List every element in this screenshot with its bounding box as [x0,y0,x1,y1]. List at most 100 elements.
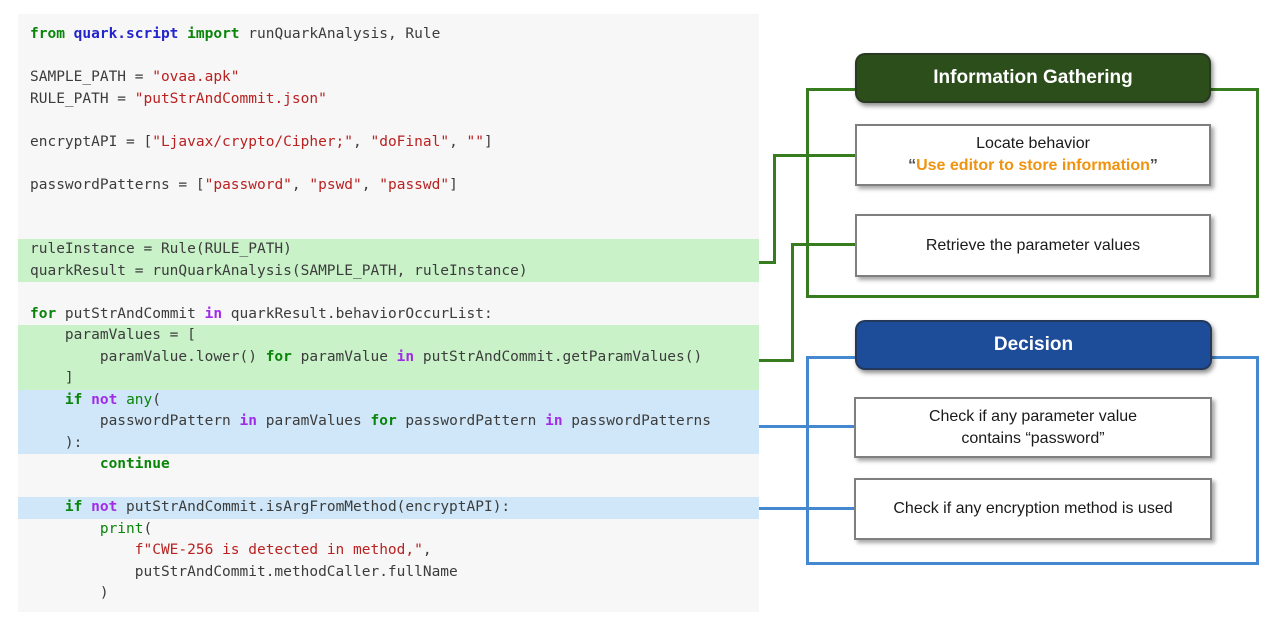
code-token: "Ljavax/crypto/Cipher;" [152,133,354,150]
retrieve-parameters-text: Retrieve the parameter values [925,236,1141,254]
code-lines: from quark.script import runQuarkAnalysi… [18,14,759,605]
code-token: in [396,348,415,365]
decision-title: Decision [993,334,1074,355]
code-line: RULE_PATH = "putStrAndCommit.json" [18,89,759,111]
line-code-to-locate-behavior [776,154,855,157]
code-token [82,392,91,408]
code-token: in [239,413,257,429]
code-token: ( [152,391,161,408]
code-token: print [99,520,144,537]
locate-behavior-box: Locate behavior “Use editor to store inf… [855,124,1211,186]
code-token: , [291,176,310,193]
code-line: if not putStrAndCommit.isArgFromMethod(e… [18,497,759,519]
code-token: quark.script [73,26,179,42]
code-token: putStrAndCommit [56,305,205,322]
code-line: SAMPLE_PATH = "ovaa.apk" [18,67,759,89]
code-token: runQuarkAnalysis, Rule [239,26,441,42]
code-token: , [422,542,432,558]
code-line: ) [18,583,759,605]
code-token: RULE_PATH = [30,90,135,107]
code-token [117,392,126,408]
code-token: ] [30,370,74,386]
code-token: import [187,26,240,42]
code-token: if [64,391,83,408]
information-gathering-title: Information Gathering [933,67,1133,88]
code-token: not [91,499,118,515]
code-token: in [545,413,563,429]
code-token: putStrAndCommit.isArgFromMethod(encryptA… [117,499,511,515]
code-token [30,521,100,537]
code-line [18,110,759,132]
code-token [30,542,135,558]
code-token: putStrAndCommit.getParamValues() [414,348,703,365]
code-token [30,499,65,515]
code-token: quarkResult.behaviorOccurList: [222,305,493,322]
code-token: from [30,26,65,42]
code-token [65,26,74,42]
code-token: ] [484,133,493,150]
code-token: quarkResult = runQuarkAnalysis(SAMPLE_PA… [30,262,528,279]
line-code-to-locate-behavior [773,154,776,264]
code-token: "" [466,133,484,150]
code-token: for [370,413,397,429]
code-token [30,456,100,472]
code-token: ) [30,585,109,601]
line-code-to-retrieve-params [791,243,794,362]
code-token: "password" [204,176,292,193]
code-token: "pswd" [309,176,362,193]
code-token: passwordPatterns = [ [30,176,205,193]
code-line: for putStrAndCommit in quarkResult.behav… [18,304,759,326]
code-token: any [126,391,153,408]
code-line: f"CWE-256 is detected in method,", [18,540,759,562]
check-encryption-box: Check if any encryption method is used [854,478,1212,540]
code-token: paramValues = [ [30,327,196,343]
close-quote: ” [1149,157,1158,174]
code-token: "ovaa.apk" [152,69,240,85]
code-token: , [353,133,371,150]
open-quote: “ [908,157,917,174]
code-token: passwordPattern [30,413,240,429]
code-token: for [265,348,292,365]
check-password-text-line2: contains “password” [961,429,1105,447]
code-token: SAMPLE_PATH = [30,69,153,85]
line-code-to-locate-behavior [759,261,776,264]
code-line: passwordPatterns = ["password", "pswd", … [18,175,759,197]
code-line [18,196,759,218]
code-token: ( [143,520,153,537]
code-token: ] [449,176,458,193]
code-line: if not any( [18,389,759,411]
code-token: putStrAndCommit.methodCaller.fullName [30,563,458,580]
code-line: quarkResult = runQuarkAnalysis(SAMPLE_PA… [18,260,759,282]
code-line [18,282,759,304]
code-token: paramValue.lower() [30,348,266,365]
code-token [178,26,187,42]
code-token: for [30,305,57,322]
check-password-text-line1: Check if any parameter value [928,407,1138,425]
code-line: putStrAndCommit.methodCaller.fullName [18,562,759,584]
code-token: f"CWE-256 is detected in method," [134,542,423,558]
code-line [18,476,759,498]
code-line: paramValues = [ [18,325,759,347]
code-line: print( [18,519,759,541]
code-token: ): [30,434,83,451]
code-token: passwordPattern [396,413,546,429]
code-line: ] [18,368,759,390]
code-line: encryptAPI = ["Ljavax/crypto/Cipher;", "… [18,132,759,154]
code-token: not [91,391,118,408]
behavior-name-text: Use editor to store information [916,157,1150,174]
code-token: , [361,176,380,193]
code-line: ruleInstance = Rule(RULE_PATH) [18,239,759,261]
code-token: paramValue [291,348,397,365]
decision-header: Decision [855,320,1212,370]
line-code-to-retrieve-params [794,243,855,246]
code-token: paramValues [256,413,371,429]
code-line [18,218,759,240]
code-line [18,46,759,68]
code-line [18,153,759,175]
code-token [82,499,91,515]
information-gathering-header: Information Gathering [855,53,1211,103]
code-panel: from quark.script import runQuarkAnalysi… [18,14,759,612]
check-encryption-text: Check if any encryption method is used [893,500,1173,517]
code-line: passwordPattern in paramValues for passw… [18,411,759,433]
